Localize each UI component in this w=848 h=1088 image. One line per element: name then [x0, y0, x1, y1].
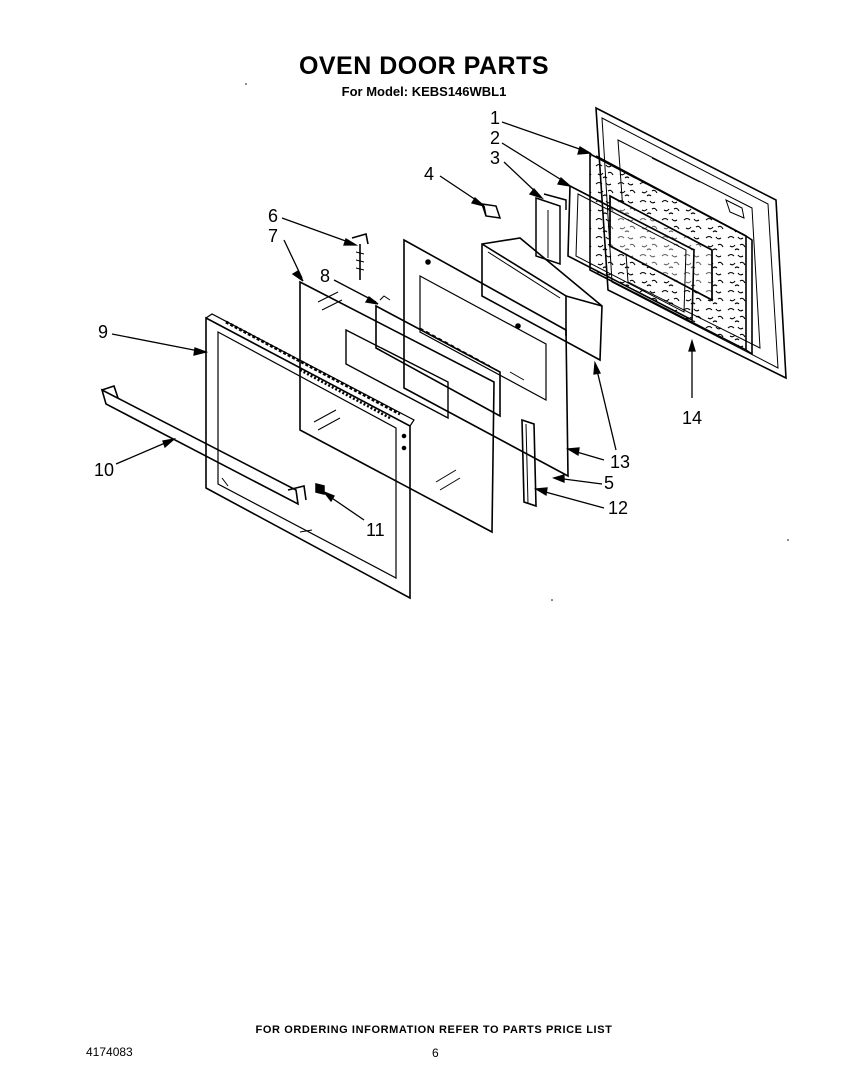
callout-14: 14	[682, 408, 702, 428]
callout-4: 4	[424, 164, 434, 184]
part-insulation	[589, 152, 753, 356]
callout-5: 5	[604, 473, 614, 493]
callout-3: 3	[490, 148, 500, 168]
ordering-note: FOR ORDERING INFORMATION REFER TO PARTS …	[255, 1024, 613, 1036]
speck	[245, 83, 247, 85]
callout-6: 6	[268, 206, 278, 226]
part-pad	[315, 483, 325, 495]
part-window-box	[481, 237, 603, 362]
callout-1: 1	[490, 108, 500, 128]
part-inner-glass	[403, 238, 569, 478]
speck	[551, 599, 553, 601]
speck	[787, 539, 789, 541]
part-bracket	[535, 193, 567, 266]
callout-10: 10	[94, 460, 114, 480]
part-door-frame	[205, 313, 415, 600]
callout-2: 2	[490, 128, 500, 148]
part-side-trim	[521, 418, 537, 508]
callout-8: 8	[320, 266, 330, 286]
model-line: For Model: KEBS146WBL1	[341, 84, 507, 99]
part-outer-glass	[299, 280, 495, 534]
page-title: OVEN DOOR PARTS	[298, 52, 550, 80]
callout-13: 13	[610, 452, 630, 472]
part-screw	[351, 232, 369, 280]
callout-12: 12	[608, 498, 628, 518]
part-clip	[480, 203, 502, 219]
page-number: 6	[432, 1046, 439, 1060]
part-handle	[100, 384, 307, 506]
callout-11: 11	[366, 520, 385, 540]
document-number: 4174083	[86, 1045, 133, 1059]
callout-7: 7	[268, 226, 278, 246]
leader-lines	[111, 121, 696, 521]
callout-9: 9	[98, 322, 108, 342]
part-window-pane	[375, 295, 501, 418]
part-gasket	[567, 184, 695, 322]
